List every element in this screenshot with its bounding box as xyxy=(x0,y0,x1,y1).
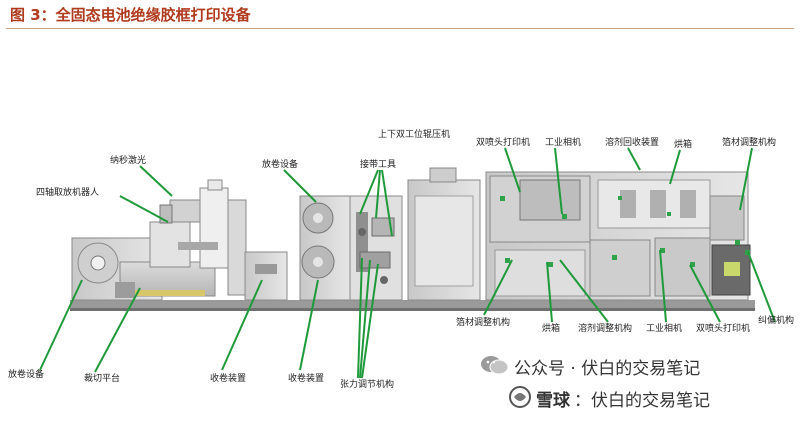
label-splice-tool: 接带工具 xyxy=(360,160,397,170)
figure-title: 图 3：全固态电池绝缘胶框打印设备 xyxy=(10,6,251,24)
watermark-line1: 公众号 · 伏白的交易笔记 xyxy=(514,359,701,379)
wechat-icon xyxy=(481,356,509,375)
label-tension: 张力调节机构 xyxy=(340,380,395,390)
machine-base xyxy=(70,300,755,311)
title-underline xyxy=(6,28,794,29)
label-roller-press: 上下双工位辊压机 xyxy=(378,130,451,140)
label-solvent-recovery: 溶剂回收装置 xyxy=(605,138,660,148)
label-rewind-a: 收卷装置 xyxy=(210,374,247,384)
watermark-line2: ：伏白的交易笔记 xyxy=(574,391,710,411)
label-laser: 纳秒激光 xyxy=(110,156,147,166)
label-rewind-b: 收卷装置 xyxy=(288,374,325,384)
print-dry-module xyxy=(485,171,751,301)
label-dual-printer-top: 双喷头打印机 xyxy=(476,138,531,148)
label-deviation: 纠偏机构 xyxy=(758,316,795,326)
label-unwind-top: 放卷设备 xyxy=(262,160,299,170)
unwind-and-cutting-module xyxy=(71,179,247,301)
rewind-block-a xyxy=(244,251,288,301)
label-solvent-adjust: 溶剂调整机构 xyxy=(578,324,633,334)
label-unwind-left: 放卷设备 xyxy=(8,370,45,380)
label-foil-adjust-bottom: 箔材调整机构 xyxy=(456,318,511,328)
xueqiu-icon xyxy=(509,386,531,408)
leader-lines xyxy=(39,147,776,379)
label-oven-bottom: 烘箱 xyxy=(542,324,561,334)
label-cutting-platform: 裁切平台 xyxy=(84,374,121,384)
label-oven-top: 烘箱 xyxy=(674,140,693,150)
label-camera-bottom: 工业相机 xyxy=(646,324,683,334)
watermark-brand: 雪球 xyxy=(536,391,570,411)
label-foil-adjust-top: 箔材调整机构 xyxy=(722,138,777,148)
roller-press-module xyxy=(407,167,481,301)
label-robot: 四轴取放机器人 xyxy=(36,188,100,198)
label-dual-printer-bottom: 双喷头打印机 xyxy=(696,324,751,334)
label-camera-top: 工业相机 xyxy=(545,138,582,148)
winding-module xyxy=(299,195,403,301)
